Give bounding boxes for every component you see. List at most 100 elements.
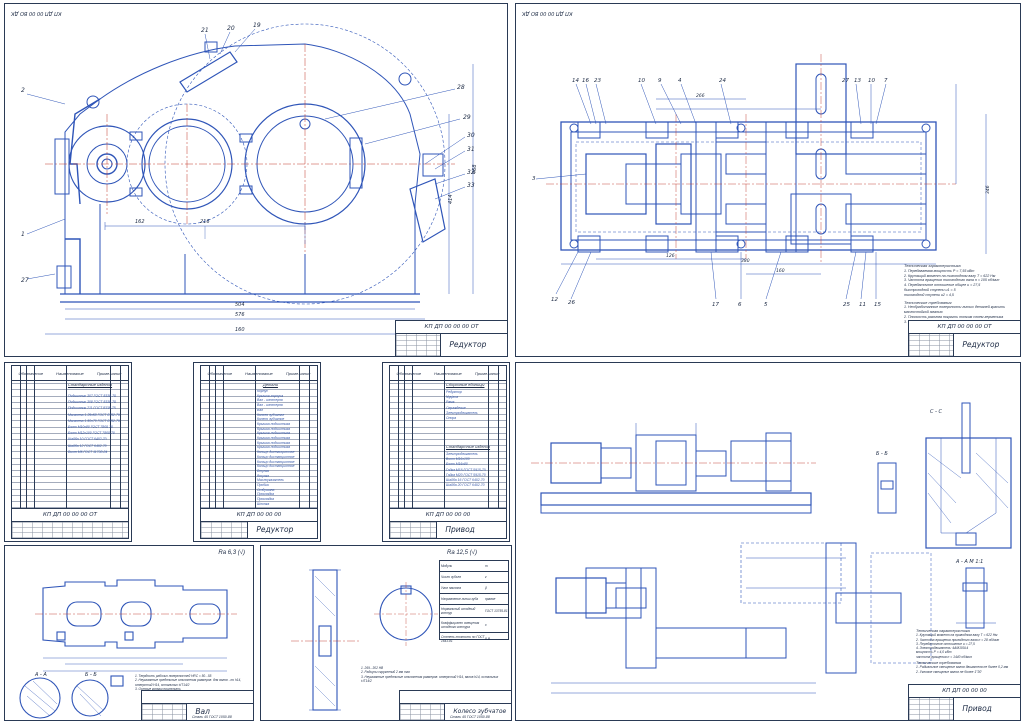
list-item: Маслоуказатель	[257, 478, 284, 483]
list-item: Электродвигатель	[446, 452, 478, 456]
param-value: x	[485, 623, 487, 627]
title-code: КП ДП 00 00 00	[201, 509, 317, 522]
svg-text:7: 7	[884, 78, 888, 84]
svg-text:15: 15	[874, 302, 881, 308]
svg-text:10: 10	[638, 78, 645, 84]
sheet-spec-1: Обозначение Наименование Приме-чание Ста…	[4, 362, 132, 542]
note-line: 3. Неуказанные предельные отклонения раз…	[361, 674, 499, 683]
material: Сталь 45 ГОСТ 1050-88	[449, 715, 490, 719]
shaft-notes: 1. Твердость рабочих поверхностей НRC = …	[135, 674, 250, 691]
title-block: Вал Сталь 45 ГОСТ 1050-88	[141, 690, 253, 720]
col-header: Приме-чание	[474, 370, 500, 376]
list-item: Крышка подшипника	[257, 431, 291, 436]
dim-text: 504	[235, 302, 245, 308]
svg-text:5: 5	[764, 302, 768, 308]
title-code	[142, 691, 253, 704]
svg-text:20: 20	[227, 25, 235, 32]
list-item: Манжета 1-50х70 ГОСТ 8752-79	[68, 418, 120, 423]
svg-text:16: 16	[582, 78, 589, 84]
svg-text:27: 27	[842, 78, 849, 84]
note-line: Технические требования	[916, 661, 962, 666]
title-block: КП ДП 00 00 00 ОТ Редуктор	[908, 320, 1020, 356]
view-label: Б - Б	[876, 451, 888, 457]
note-line: 1. Передаваемая мощность Р = 7,55 кВт	[904, 268, 975, 273]
svg-text:19: 19	[253, 22, 261, 29]
list-item: Подшипник 307 ГОСТ 8338-75	[68, 394, 116, 398]
svg-text:6: 6	[738, 302, 742, 308]
list-item: Крышка подшипника	[257, 436, 291, 441]
list-item: Болт М12х100 ГОСТ 7805-70	[68, 431, 115, 436]
svg-text:25: 25	[843, 302, 850, 308]
roughness-mark: Ra 6,3 (√)	[218, 550, 245, 556]
svg-text:26: 26	[568, 300, 575, 306]
list-item: Ограждение	[446, 405, 466, 410]
sheet-shaft: Ra 6,3 (√) А - А Б - Б 1. Твердость рабо…	[4, 545, 254, 721]
notes-head: Техническая характеристика	[904, 263, 961, 268]
title-code: КП ДП 00 00 00	[390, 509, 506, 522]
svg-text:17: 17	[712, 302, 719, 308]
sheet-reducer-plan: КП ДП 00 00 ВО ДК	[515, 3, 1021, 357]
list-item: Винт М6 ГОСТ 11738-84	[68, 449, 108, 454]
list-item: Редуктор	[446, 390, 462, 394]
list-item: Крышка подшипника	[257, 421, 291, 426]
dim-text: 576	[235, 312, 245, 318]
svg-text:2: 2	[21, 87, 25, 94]
view-label: С - С	[930, 409, 942, 415]
svg-text:31: 31	[467, 146, 475, 153]
list-item: Крышка корпуса	[257, 393, 284, 398]
list-item: Шпонка	[257, 501, 270, 506]
param-name: Число зубьев	[441, 575, 461, 579]
list-item: Гайка М20 ГОСТ 5915-70	[446, 472, 486, 477]
spec-section: Стандартные изделия	[68, 382, 113, 387]
svg-text:9: 9	[658, 78, 662, 84]
spec-section-2: Стандартные изделия	[446, 444, 491, 449]
note-line: 1. 269...302 НВ	[361, 666, 384, 670]
section-label: Б - Б	[85, 672, 97, 678]
spec-rows-2: Электродвигатель Болт М16х100 Болт М16х8…	[446, 452, 486, 488]
note-line: 1. Необработанные поверхности литых дета…	[904, 305, 1006, 315]
roughness-mark: Ra 12,5 (√)	[447, 550, 477, 556]
svg-text:30: 30	[467, 132, 475, 139]
param-value: правое	[485, 597, 496, 601]
svg-text:4: 4	[678, 78, 682, 84]
note-line: 3. Частота вращения тихоходного вала n =…	[904, 278, 1000, 283]
svg-text:14: 14	[572, 78, 579, 84]
list-item: Вал - шестерня	[257, 398, 283, 403]
title-code: КП ДП 00 00 00	[909, 685, 1020, 698]
note-line: 2. Плоскость разъема покрыть тонким слое…	[904, 314, 1004, 319]
spec-section: Детали	[263, 382, 278, 387]
note-line: 2. Радиусы скруглений 2 мм max	[361, 670, 410, 675]
title-name: Редуктор	[953, 333, 1020, 356]
drive-notes: Техническая характеристика 1. Крутящий м…	[916, 629, 1020, 674]
list-item: Шайба 20 ГОСТ 6402-70	[446, 483, 485, 488]
list-item: Отдушина	[257, 487, 275, 492]
note-line: тихоходной ступени u2 = 4,5	[904, 292, 954, 297]
list-item: Болт М16х100	[446, 457, 470, 462]
col-header: Наименование	[245, 370, 273, 376]
col-header: Обозначение	[18, 370, 44, 376]
notes-head-2: Технические требования	[904, 299, 952, 305]
param-value: m	[485, 564, 488, 568]
note-line: 2. Угловое смещение валов не более 1°30'	[916, 669, 982, 674]
list-item: Муфта	[446, 395, 459, 400]
list-item: Кольцо дистанционное	[257, 454, 295, 459]
list-item: Рама	[446, 400, 455, 405]
list-item: Кольцо дистанционное	[257, 450, 295, 455]
col-header: Приме-чание	[96, 370, 122, 376]
svg-text:27: 27	[21, 277, 29, 284]
list-item: Болт М10х80 ГОСТ 7805-70	[68, 425, 113, 430]
spec-rows: Корпус Крышка корпуса Вал - шестерня Вал…	[257, 389, 294, 507]
dim-text: 162	[135, 219, 145, 225]
param-name: Степень точности по ГОСТ 1643-81	[441, 635, 485, 643]
list-item: Корпус	[257, 389, 269, 393]
title-name: Вал	[186, 703, 253, 720]
col-header: Наименование	[56, 370, 84, 376]
col-header: Обозначение	[207, 370, 233, 376]
title-name: Привод	[436, 521, 506, 538]
param-value: ГОСТ 13755-81	[485, 609, 508, 613]
sheet-spec-2: Обозначение Наименование Приме-чание Дет…	[193, 362, 321, 542]
sheet-spec-3: Обозначение Наименование Приме-чание Сбо…	[382, 362, 510, 542]
spec-section: Сборочные единицы	[446, 382, 485, 387]
